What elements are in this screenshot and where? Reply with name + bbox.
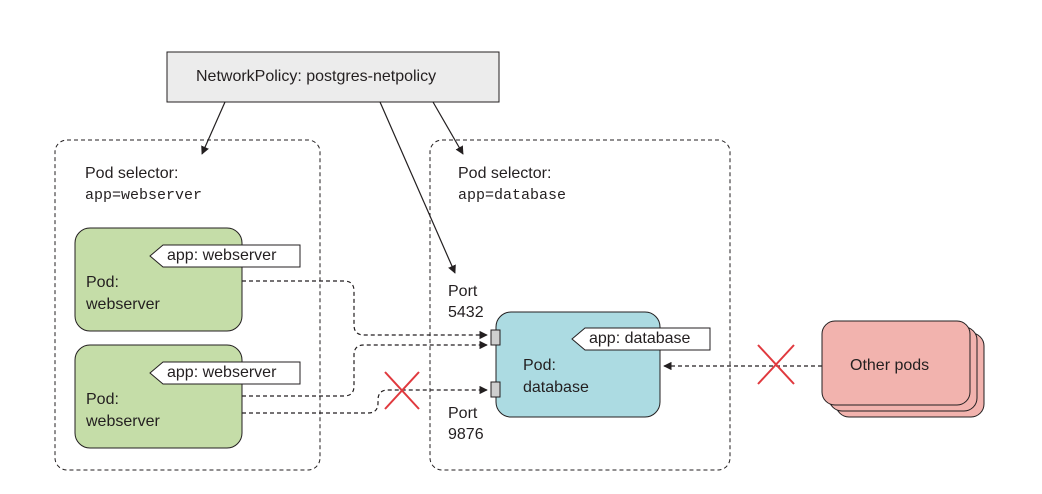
webserver-pod-2-line2: webserver	[86, 413, 160, 430]
webserver-tag-2-label: app: webserver	[167, 364, 277, 381]
other-pods-card-front	[821, 320, 971, 406]
conn-webserver2-to-9876-blocked	[242, 385, 488, 414]
webserver-pod-1-line1: Pod:	[86, 274, 119, 291]
blocked-x-icon	[384, 371, 420, 410]
webserver-tag-1	[149, 244, 301, 268]
right-selector-value: app=database	[458, 187, 567, 204]
port-9876-line2: 9876	[448, 426, 484, 443]
policy-arrow-port	[379, 101, 456, 274]
policy-box	[166, 51, 500, 103]
conn-webserver2-to-5432	[242, 340, 488, 397]
right-selector-label: Pod selector:	[458, 165, 552, 182]
webserver-tag-1-label: app: webserver	[167, 247, 277, 264]
right-selector-group	[429, 139, 731, 471]
policy-arrow-right	[432, 101, 464, 155]
policy-title: NetworkPolicy: postgres-netpolicy	[196, 68, 437, 85]
other-pods-label: Other pods	[850, 357, 930, 374]
port-5432-line1: Port	[448, 283, 478, 300]
database-tag	[571, 327, 711, 351]
left-selector-label: Pod selector:	[85, 165, 179, 182]
port-9876-line1: Port	[448, 405, 478, 422]
database-pod-line2: database	[523, 379, 589, 396]
webserver-tag-2	[149, 361, 301, 385]
port-9876-connector	[490, 381, 501, 398]
port-5432-connector	[490, 329, 501, 346]
webserver-pod-1-line2: webserver	[86, 296, 160, 313]
left-selector-value: app=webserver	[85, 187, 203, 204]
left-selector-group	[54, 139, 321, 471]
database-pod-line1: Pod:	[523, 357, 556, 374]
policy-arrow-left	[201, 101, 226, 155]
database-tag-label: app: database	[589, 330, 691, 347]
port-5432-line2: 5432	[448, 304, 484, 321]
blocked-x-icon	[757, 344, 795, 385]
webserver-pod-2-line1: Pod:	[86, 391, 119, 408]
conn-webserver1-to-5432	[242, 280, 488, 340]
